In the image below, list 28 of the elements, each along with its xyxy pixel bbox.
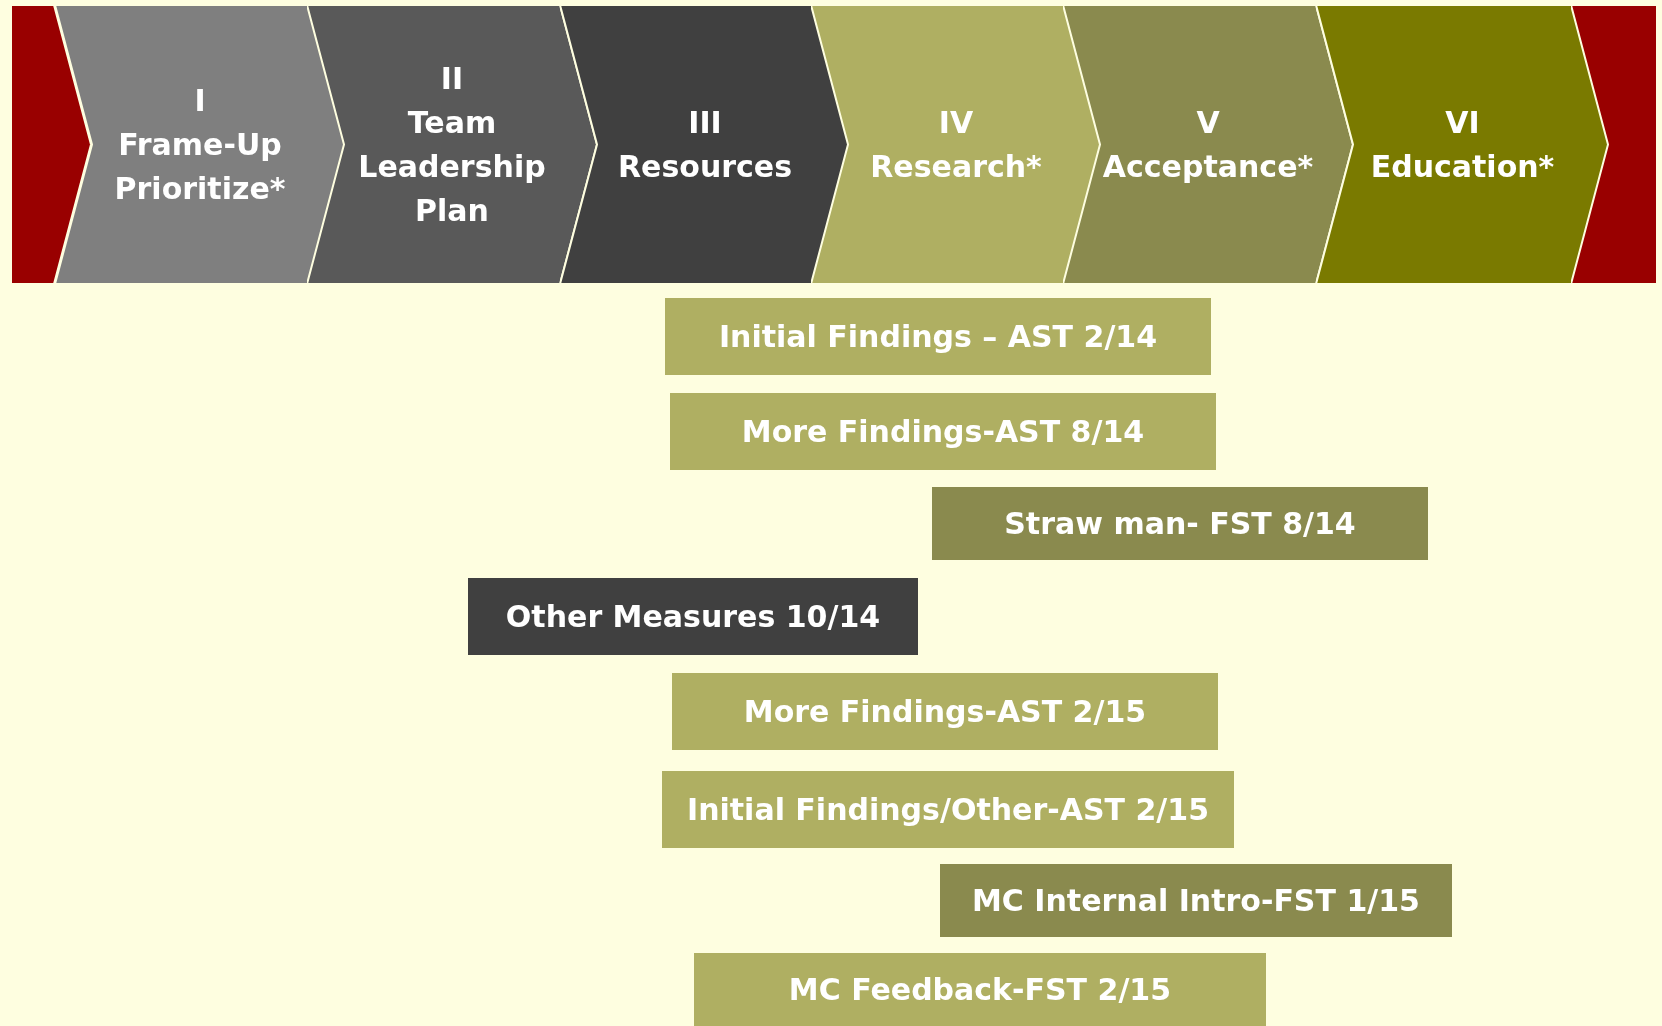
task-bar	[932, 487, 1428, 560]
task-label: More Findings-AST 2/15	[743, 692, 1147, 731]
task-label: Initial Findings/Other-AST 2/15	[686, 790, 1209, 829]
task-bar	[468, 578, 918, 655]
phase-numeral: II	[440, 59, 464, 98]
task-label: More Findings-AST 8/14	[741, 412, 1145, 451]
phase-title: Acceptance*	[1102, 147, 1314, 186]
phase-numeral: III	[688, 103, 722, 142]
phase-title: Frame-Up Prioritize*	[113, 125, 287, 208]
task-label: Straw man- FST 8/14	[1004, 504, 1356, 543]
task-label: Other Measures 10/14	[505, 597, 881, 636]
phase-numeral: I	[194, 81, 206, 120]
task-bar	[694, 953, 1266, 1026]
task-label: MC Feedback-FST 2/15	[788, 970, 1172, 1009]
phase-numeral: V	[1196, 103, 1220, 142]
phase-numeral: IV	[938, 103, 974, 142]
phase-title: Education*	[1370, 147, 1555, 186]
task-bar	[672, 673, 1218, 750]
task-bar	[662, 771, 1234, 848]
phase-title: Team Leadership Plan	[357, 103, 547, 230]
task-label: Initial Findings – AST 2/14	[718, 317, 1158, 356]
phase-title: Research*	[870, 147, 1042, 186]
phase-title: Resources	[617, 147, 793, 186]
task-bar	[670, 393, 1216, 470]
task-label: MC Internal Intro-FST 1/15	[972, 881, 1420, 920]
phase-numeral: VI	[1445, 103, 1480, 142]
task-bar	[665, 298, 1211, 375]
task-bar	[940, 864, 1452, 937]
